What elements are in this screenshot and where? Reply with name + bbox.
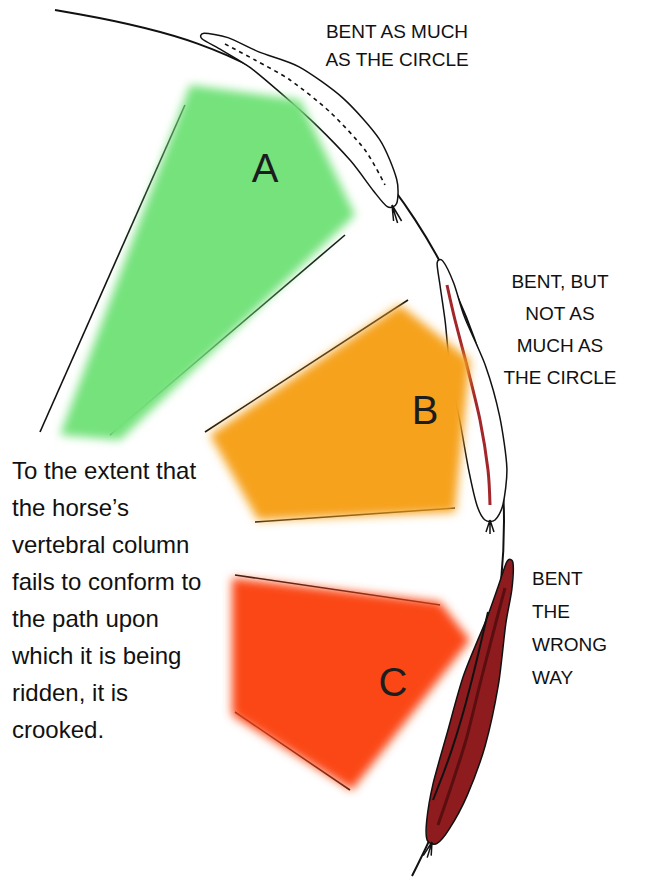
bend-caption: BENT, BUT NOT AS MUCH AS THE CIRCLE bbox=[503, 266, 617, 394]
sector-letter: C bbox=[379, 660, 408, 704]
circle-path bbox=[55, 10, 504, 876]
sector-letter: B bbox=[412, 388, 439, 432]
sector-shape bbox=[225, 570, 480, 800]
sector-letter: A bbox=[252, 146, 279, 190]
bend-caption: BENT AS MUCH AS THE CIRCLE bbox=[313, 18, 481, 74]
horse-tail bbox=[392, 205, 402, 223]
horse-tail bbox=[486, 520, 494, 534]
bend-caption: BENT THE WRONG WAY bbox=[532, 562, 614, 694]
sector-region: C bbox=[225, 570, 480, 800]
sector-region: B bbox=[170, 295, 480, 530]
sector-fill bbox=[210, 305, 470, 520]
horse-figures bbox=[55, 10, 513, 876]
sector-fill bbox=[232, 578, 470, 790]
horse-tail bbox=[423, 842, 432, 858]
explanation-note: To the extent that the horse’s vertebral… bbox=[12, 452, 202, 748]
